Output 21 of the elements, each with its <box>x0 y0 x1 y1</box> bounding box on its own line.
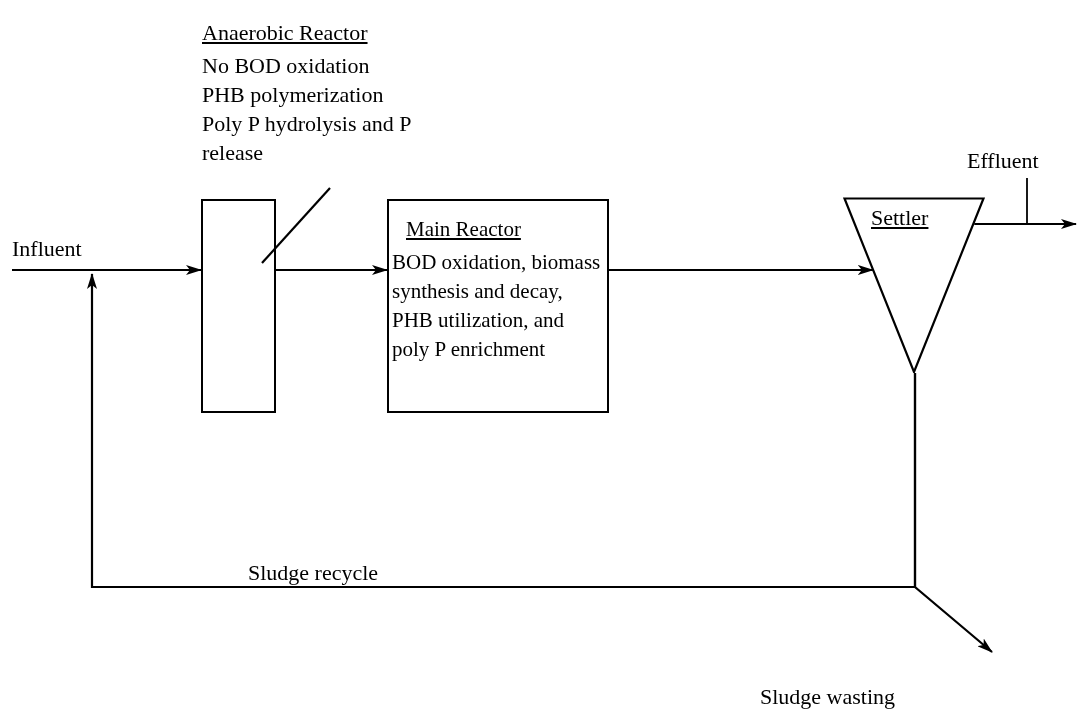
description: PHB polymerization <box>202 81 385 109</box>
flow-arrow <box>276 265 388 275</box>
edge-label: Effluent <box>967 148 1039 174</box>
edge-label: Sludge recycle <box>248 560 379 586</box>
edge-label: Influent <box>12 236 82 262</box>
heading: Anaerobic Reactor <box>202 19 368 47</box>
flow-arrow <box>87 273 917 589</box>
flow-arrow <box>609 265 874 275</box>
edge-label: Sludge wasting <box>760 684 896 710</box>
settler-triangle <box>843 197 985 373</box>
flow-arrow <box>12 265 202 275</box>
heading: Settler <box>871 204 929 232</box>
reactor-tank <box>201 199 276 413</box>
flow-arrow <box>913 373 993 653</box>
heading: Main Reactor <box>406 216 521 243</box>
reactor-box <box>387 199 609 413</box>
description: BOD oxidation, biomass synthesis and decay, PHB utilization, and poly P enrichment <box>392 249 602 363</box>
description: No BOD oxidation <box>202 52 371 80</box>
leader-line <box>261 187 331 264</box>
description: Poly P hydrolysis and P release <box>202 110 412 167</box>
flow-arrow <box>974 219 1077 229</box>
